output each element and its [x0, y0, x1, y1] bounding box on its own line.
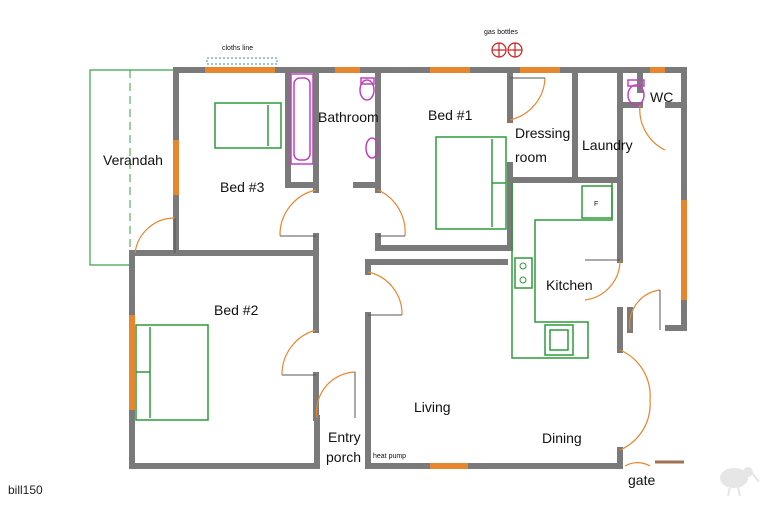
gas-bottles-icon	[491, 42, 523, 58]
gas-bottles-label: gas bottles	[484, 29, 518, 36]
clothes-line	[206, 57, 278, 65]
verandah-label: Verandah	[103, 152, 163, 168]
clothes-line-label: cloths line	[222, 45, 253, 52]
bath-tub	[290, 73, 314, 165]
bed2-label: Bed #2	[214, 302, 259, 318]
verandah-area	[89, 69, 176, 266]
bed1-bed	[435, 136, 507, 230]
gate-label: gate	[628, 472, 655, 488]
windows	[129, 67, 687, 469]
bathroom-fixtures	[359, 77, 379, 159]
bathroom-label: Bathroom	[318, 109, 379, 125]
kiwi-bird-icon	[720, 467, 760, 497]
entry-label-line1: Entry	[328, 429, 361, 445]
dressing-label-line1: Dressing	[515, 125, 570, 141]
bed3-label: Bed #3	[220, 179, 265, 195]
fridge-label: F	[594, 201, 598, 208]
dining-label: Dining	[542, 430, 582, 446]
bed2-bed	[135, 324, 209, 421]
laundry-label: Laundry	[582, 137, 633, 153]
wc-label: WC	[650, 89, 673, 105]
entry-label-line2: porch	[326, 449, 361, 465]
doors	[134, 77, 684, 467]
living-label: Living	[414, 399, 451, 415]
watermark-text: bill150	[8, 483, 43, 497]
dressing-label-line2: room	[515, 149, 547, 165]
kitchen-bench	[511, 183, 613, 359]
heat-pump-label: heat pump	[373, 453, 406, 460]
interior-walls	[173, 67, 687, 469]
bed3-bed	[214, 102, 282, 149]
wc-toilet	[627, 79, 645, 106]
bed1-label: Bed #1	[428, 107, 473, 123]
kitchen-label: Kitchen	[546, 277, 593, 293]
